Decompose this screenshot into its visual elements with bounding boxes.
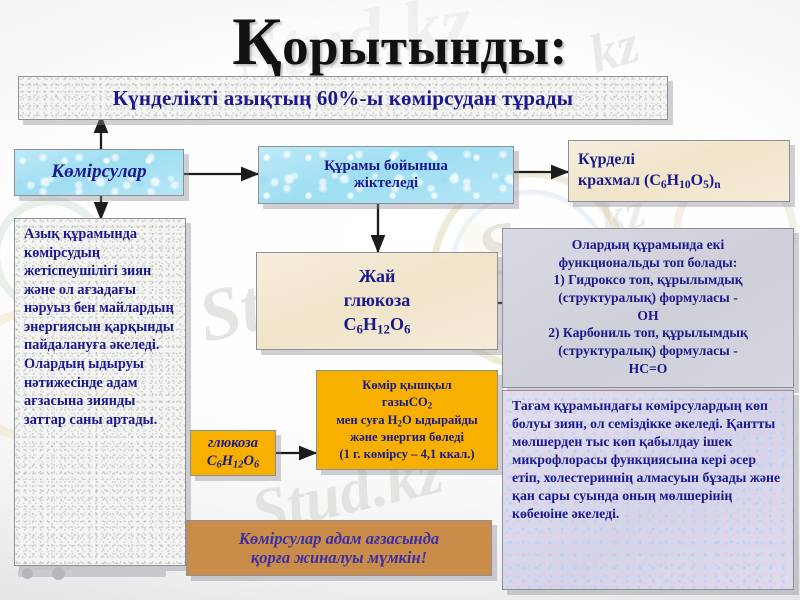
- complex-starch-formula: крахмал (C6H10O5)n: [578, 171, 721, 191]
- functional-groups-line-7: (структуралық) формуласы -: [558, 343, 738, 359]
- simple-glucose-formula: C6H12O6: [343, 314, 411, 337]
- storage-note-line-2: қорға жиналуы мүмкін!: [250, 548, 428, 567]
- co2-line-3: мен суға H2O ыдырайды: [336, 412, 478, 428]
- functional-groups-line-2: функциональды топ болады:: [558, 254, 738, 270]
- main-statement-banner: Күнделікті азықтың 60%-ы көмірсудан тұра…: [18, 76, 668, 120]
- co2-line-5: (1 г. көмірсу – 4,1 ккал.): [339, 446, 475, 461]
- simple-glucose-box: Жай глюкоза C6H12O6: [256, 252, 498, 350]
- glucose-small-box: глюкоза C6H12O6: [190, 430, 276, 476]
- storage-note-box: Көмірсулар адам ағзасында қорға жиналуы …: [186, 520, 492, 576]
- main-statement-text: Күнделікті азықтың 60%-ы көмірсудан тұра…: [112, 85, 574, 110]
- decorative-dot-left: [22, 568, 33, 579]
- complex-starch-box: Күрделі крахмал (C6H10O5)n: [568, 140, 790, 202]
- carb-deficiency-text: Азық құрамында көмірсудың жетіспеушілігі…: [24, 226, 174, 428]
- decorative-dot-right: [52, 567, 65, 580]
- co2-line-2: газыCO2: [381, 395, 433, 411]
- classified-line-2: жіктеледі: [353, 175, 419, 191]
- co2-line-1: Көмір қышқыл: [362, 378, 452, 393]
- functional-groups-box: Олардың құрамында екі функциональды топ …: [502, 228, 794, 388]
- functional-groups-line-8-clipped: НС=О: [628, 360, 668, 376]
- excess-carbs-harm-box: Тағам құрамындағы көмірсулардың көп болу…: [502, 390, 794, 590]
- co2-breakdown-box: Көмір қышқыл газыCO2 мен суға H2O ыдырай…: [316, 370, 498, 470]
- glucose-small-formula: C6H12O6: [206, 453, 260, 471]
- functional-groups-line-5: ОН: [637, 307, 659, 323]
- carbohydrates-box: Көмірсулар: [14, 149, 184, 196]
- glucose-small-label: глюкоза: [208, 434, 258, 451]
- functional-groups-line-6: 2) Карбониль топ, құрылымдық: [548, 325, 748, 341]
- co2-line-4: және энергия бөледі: [350, 430, 464, 445]
- functional-groups-line-3: 1) Гидроксо топ, құрылымдық: [553, 272, 743, 288]
- decorative-bottom-bar: [18, 570, 166, 577]
- simple-glucose-line-1: Жай: [358, 265, 396, 286]
- simple-glucose-line-2: глюкоза: [343, 290, 411, 311]
- excess-carbs-harm-text: Тағам құрамындағы көмірсулардың көп болу…: [512, 398, 781, 521]
- page-title-initial: Қ: [232, 3, 283, 79]
- classified-line-1: Құрамы бойынша: [324, 157, 448, 174]
- carb-deficiency-box: Азық құрамында көмірсудың жетіспеушілігі…: [14, 218, 186, 566]
- complex-starch-line-1: Күрделі: [578, 150, 635, 168]
- carbohydrates-label: Көмірсулар: [51, 161, 147, 183]
- page-title: Қорытынды:: [0, 2, 800, 81]
- functional-groups-line-4: (структуралық) формуласы -: [558, 290, 738, 306]
- classified-by-composition-box: Құрамы бойынша жіктеледі: [258, 146, 514, 204]
- functional-groups-line-1: Олардың құрамында екі: [571, 237, 725, 252]
- storage-note-line-1: Көмірсулар адам ағзасында: [238, 528, 440, 548]
- page-title-rest: орытынды:: [282, 18, 568, 76]
